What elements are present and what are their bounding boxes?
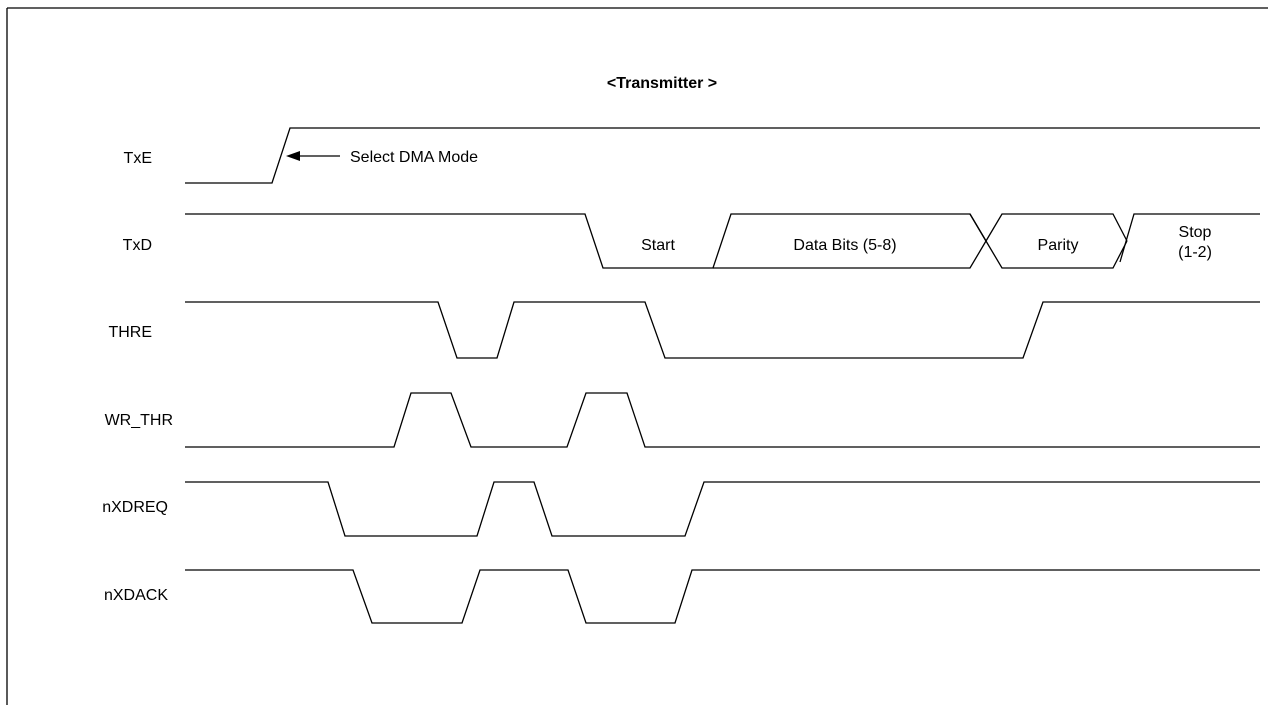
annotation-select-dma-mode: Select DMA Mode [350,149,478,166]
signal-label-thre: THRE [108,324,152,341]
waveform-txd-parity-lower [985,240,1128,269]
signal-label-nxdack: nXDACK [104,587,168,604]
txd-field-stop-count: (1-2) [1178,244,1212,261]
waveform-txd-stop [1119,213,1260,263]
waveform-txd-upper [969,213,987,242]
waveform-txd-parity-upper [985,213,1128,242]
txd-field-stop: Stop [1179,224,1212,241]
diagram-title: <Transmitter > [607,75,717,92]
waveform-wr-thr [185,392,1260,448]
waveform-thre [185,301,1260,359]
txd-field-start: Start [641,237,675,254]
waveform-txd-data-lower [713,240,987,269]
signal-label-txd: TxD [123,237,152,254]
signal-label-txe: TxE [124,150,152,167]
waveform-nxdreq [185,481,1260,537]
txd-field-parity: Parity [1038,237,1079,254]
waveform-txe [185,127,1260,184]
txd-field-data-bits: Data Bits (5-8) [793,237,896,254]
signal-label-wr-thr: WR_THR [105,412,173,429]
signal-label-nxdreq: nXDREQ [102,499,168,516]
waveform-nxdack [185,569,1260,624]
annotation-arrow-head [286,151,300,161]
